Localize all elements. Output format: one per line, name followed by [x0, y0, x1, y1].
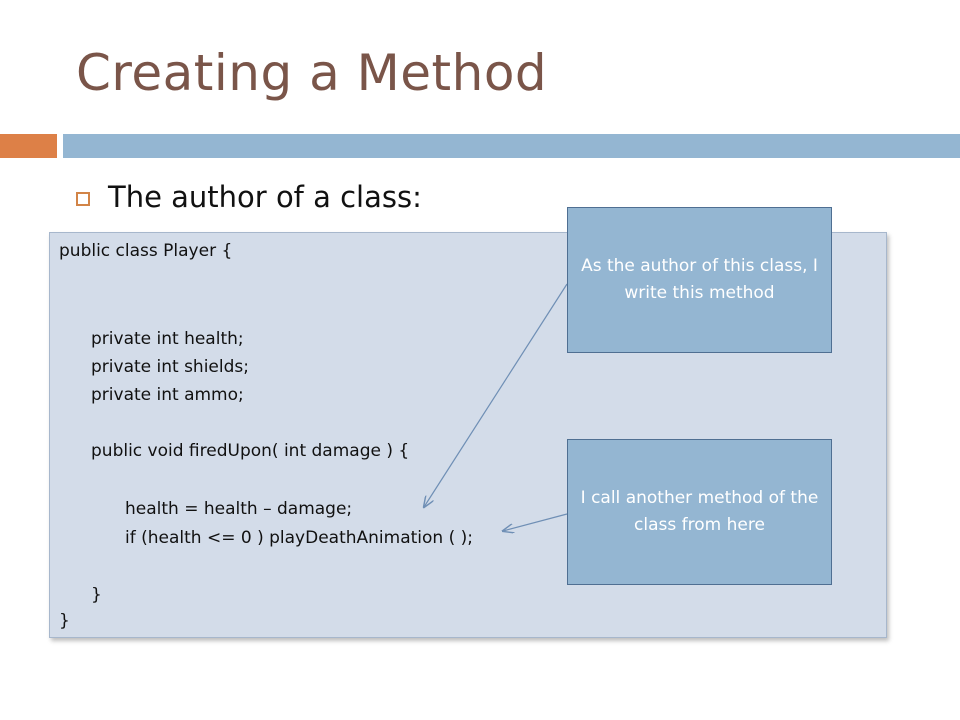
code-line-if-check: if (health <= 0 ) playDeathAnimation ( )…	[125, 528, 473, 548]
arrow-to-method	[424, 283, 568, 507]
accent-bar	[0, 134, 57, 158]
arrow-to-call	[503, 513, 568, 531]
code-line-ammo: private int ammo;	[91, 385, 244, 405]
code-line-class-close: }	[59, 611, 70, 631]
code-line-class-decl: public class Player {	[59, 241, 233, 261]
code-line-health: private int health;	[91, 329, 244, 349]
slide-title: Creating a Method	[76, 44, 548, 102]
call-callout: I call another method of the class from …	[567, 439, 832, 585]
code-line-method-close: }	[91, 585, 102, 605]
author-callout-text: As the author of this class, I write thi…	[581, 256, 818, 303]
code-line-health-update: health = health – damage;	[125, 499, 353, 519]
bullet-text: The author of a class:	[108, 180, 422, 214]
call-callout-text: I call another method of the class from …	[580, 488, 819, 535]
bullet-item: The author of a class:	[76, 180, 422, 214]
author-callout: As the author of this class, I write thi…	[567, 207, 832, 353]
code-line-method-decl: public void firedUpon( int damage ) {	[91, 441, 410, 461]
code-line-shields: private int shields;	[91, 357, 249, 377]
header-bar	[63, 134, 960, 158]
square-bullet-icon	[76, 192, 90, 206]
